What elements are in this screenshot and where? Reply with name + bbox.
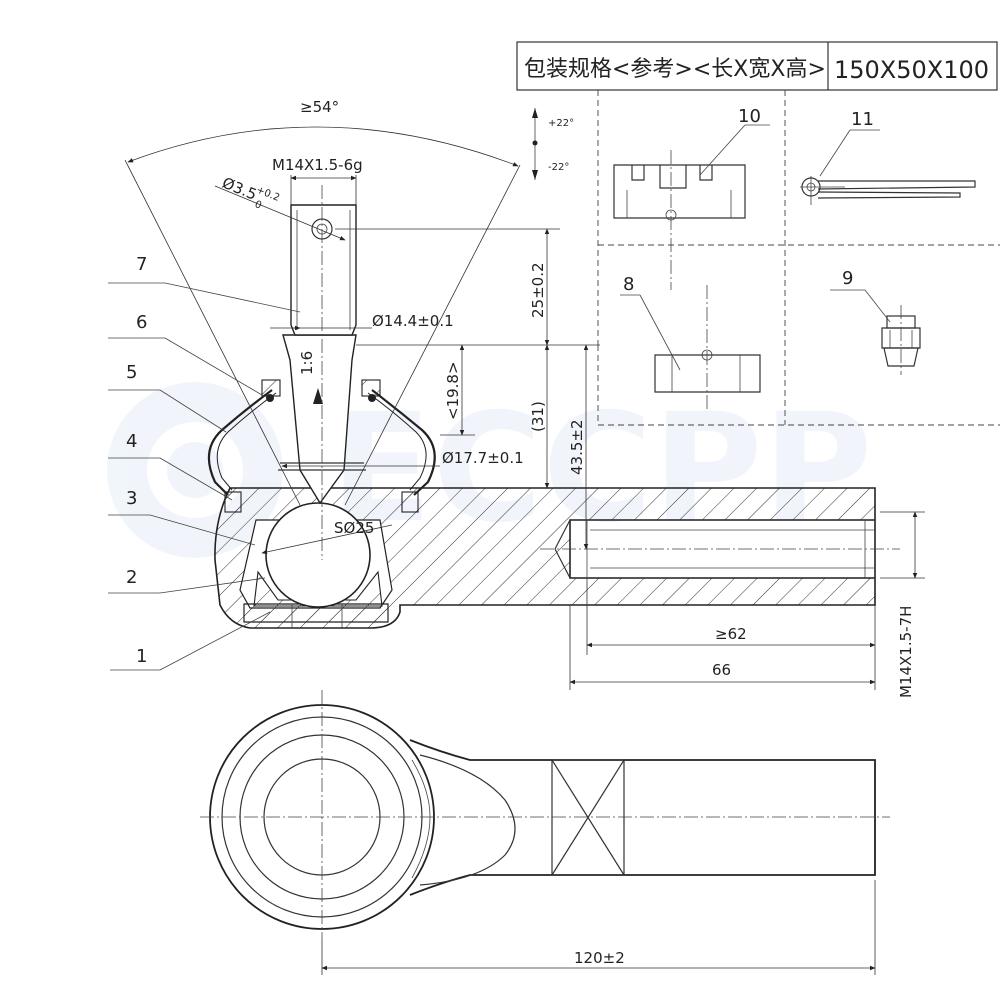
dim-len-19-8: <19.8> [444,361,462,420]
dim-thread-stud: M14X1.5-6g [272,156,363,174]
cotter-pin-part-11: 11 [800,109,976,205]
part-label-3: 3 [126,488,137,509]
dim-dia-14-4: Ø14.4±0.1 [372,312,454,330]
dim-len-43-5: 43.5±2 [568,419,586,475]
part-label-11: 11 [851,109,874,130]
dim-len-66: 66 [712,661,731,679]
dim-hole-tol-lower: 0 [253,199,263,212]
part-label-5: 5 [126,362,137,383]
part-leaders: 1 2 3 4 5 6 7 [108,254,301,671]
part-label-9: 9 [842,268,853,289]
dim-ball: SØ25 [334,519,374,537]
swing-angle-indicator: +22° -22° [532,108,574,180]
spec-table-label: 包装规格<参考><长X宽X高> [524,57,826,82]
part-label-7: 7 [136,254,147,275]
spec-table: 包装规格<参考><长X宽X高> 150X50X100 [516,41,998,91]
accessory-panel: 10 11 8 [597,90,1000,426]
spec-table-value: 150X50X100 [834,56,989,84]
dust-boot [207,389,436,496]
dim-hole-dia: Ø3.5 [220,174,260,204]
part-label-8: 8 [623,274,634,295]
section-view: ≥54° M14X1.5-6g Ø3.5 +0.2 0 Ø14.4±0.1 Ø1… [124,98,925,698]
dim-len-25: 25±0.2 [529,262,547,318]
swing-minus-label: -22° [548,162,569,173]
ball-stud-ball [265,502,371,608]
castle-nut-part-10: 10 [613,106,770,290]
part-label-4: 4 [126,431,137,452]
dim-len-31: (31) [529,401,547,432]
hex-nut-part-8: 8 [620,274,761,410]
grease-fitting-part-9: 9 [830,268,921,375]
plan-view: 120±2 [200,690,890,975]
part-label-1: 1 [136,646,147,667]
part-label-6: 6 [136,312,147,333]
dim-min-62: ≥62 [715,625,747,643]
part-label-10: 10 [738,106,761,127]
dim-len-120: 120±2 [574,949,625,967]
dim-angle: ≥54° [300,98,339,116]
dim-taper: 1:6 [298,351,316,375]
swing-plus-label: +22° [548,118,574,129]
dim-thread-internal: M14X1.5-7H [897,606,915,698]
dim-dia-17-7: Ø17.7±0.1 [442,449,524,467]
part-label-2: 2 [126,567,137,588]
